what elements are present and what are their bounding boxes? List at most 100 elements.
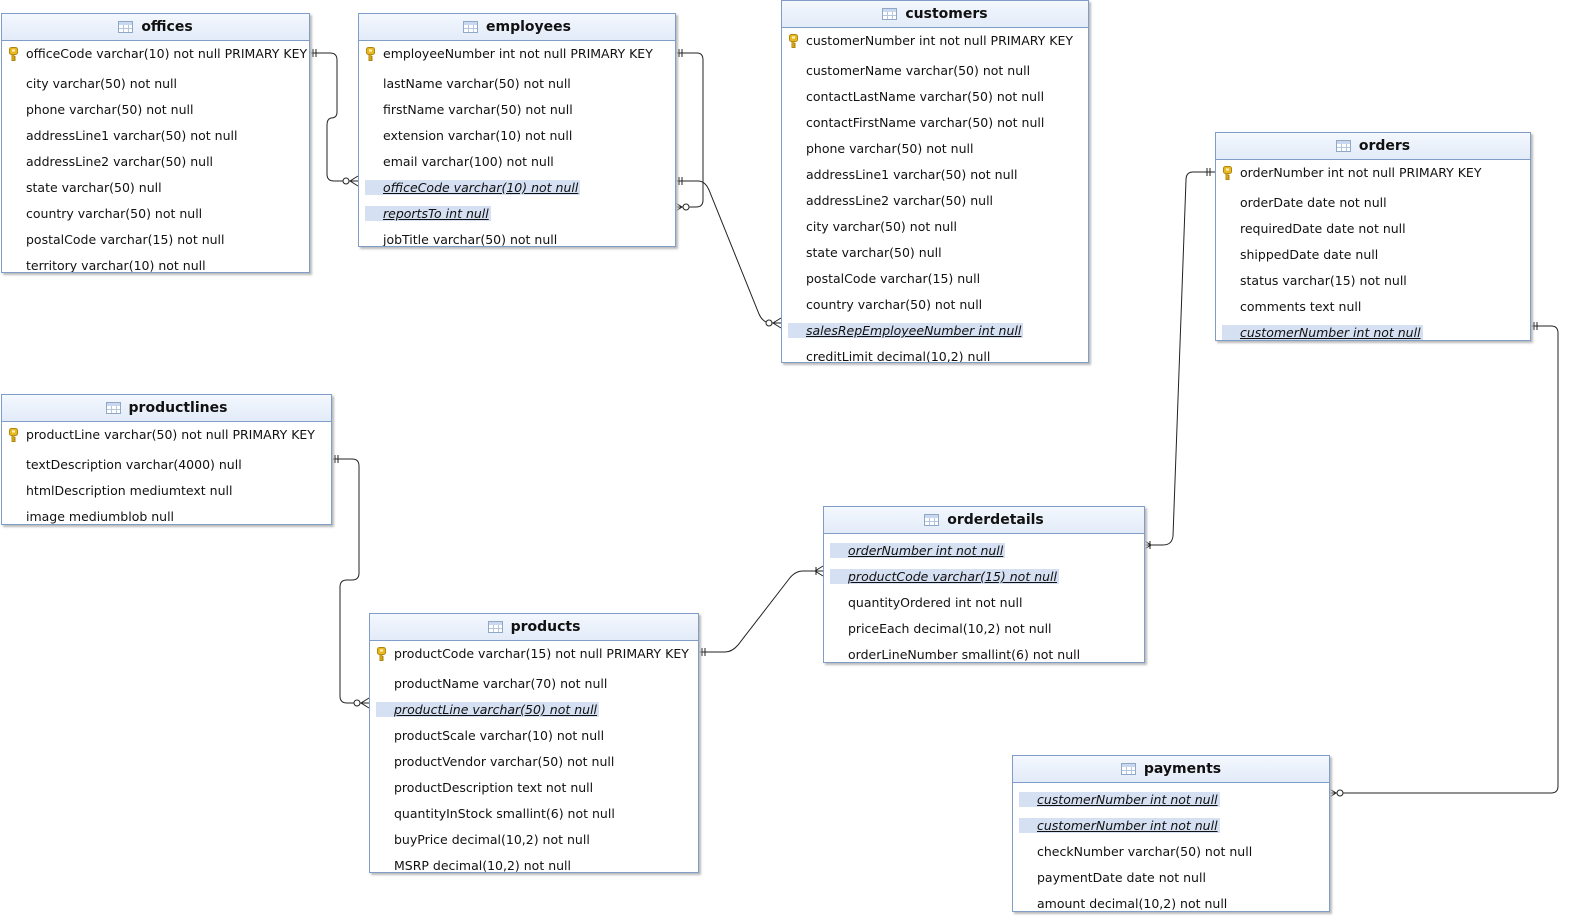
column[interactable]: status varchar(15) not null bbox=[1216, 268, 1530, 294]
column[interactable]: country varchar(50) not null bbox=[782, 292, 1088, 318]
column-text: productScale varchar(10) not null bbox=[394, 728, 605, 743]
column[interactable]: buyPrice decimal(10,2) not null bbox=[370, 827, 698, 853]
column[interactable]: extension varchar(10) not null bbox=[359, 123, 675, 149]
table-header[interactable]: orders bbox=[1216, 133, 1530, 160]
column-text: productVendor varchar(50) not null bbox=[394, 754, 615, 769]
column[interactable]: postalCode varchar(15) null bbox=[782, 266, 1088, 292]
column[interactable]: creditLimit decimal(10,2) null bbox=[782, 344, 1088, 363]
column[interactable]: state varchar(50) null bbox=[2, 175, 309, 201]
table-header[interactable]: products bbox=[370, 614, 698, 641]
foreign-key-column[interactable]: reportsTo int null bbox=[359, 201, 675, 227]
column-list: employeeNumber int not null PRIMARY KEY l… bbox=[359, 41, 675, 246]
column-text: creditLimit decimal(10,2) null bbox=[806, 349, 991, 363]
table-header[interactable]: productlines bbox=[2, 395, 331, 422]
column[interactable]: city varchar(50) not null bbox=[2, 71, 309, 97]
column[interactable]: addressLine1 varchar(50) not null bbox=[2, 123, 309, 149]
column[interactable]: contactLastName varchar(50) not null bbox=[782, 84, 1088, 110]
primary-key-column[interactable]: customerNumber int not null PRIMARY KEY bbox=[782, 28, 1088, 54]
column-text: addressLine1 varchar(50) not null bbox=[26, 128, 238, 143]
column-list: productCode varchar(15) not null PRIMARY… bbox=[370, 641, 698, 872]
column[interactable]: phone varchar(50) not null bbox=[2, 97, 309, 123]
column[interactable]: quantityOrdered int not null bbox=[824, 590, 1144, 616]
foreign-key-column[interactable]: productLine varchar(50) not null bbox=[370, 697, 698, 723]
column[interactable]: productScale varchar(10) not null bbox=[370, 723, 698, 749]
rel-orders-orderdetails bbox=[1142, 168, 1215, 551]
column[interactable]: city varchar(50) not null bbox=[782, 214, 1088, 240]
foreign-key-column[interactable]: productCode varchar(15) not null bbox=[824, 564, 1144, 590]
foreign-key-column[interactable]: customerNumber int not null bbox=[1013, 787, 1329, 813]
column[interactable]: postalCode varchar(15) not null bbox=[2, 227, 309, 253]
column[interactable]: MSRP decimal(10,2) not null bbox=[370, 853, 698, 872]
column[interactable]: phone varchar(50) not null bbox=[782, 136, 1088, 162]
column-text: state varchar(50) null bbox=[806, 245, 942, 260]
column[interactable]: orderDate date not null bbox=[1216, 190, 1530, 216]
column[interactable]: productName varchar(70) not null bbox=[370, 671, 698, 697]
column-text: officeCode varchar(10) not null bbox=[365, 180, 581, 195]
column[interactable]: comments text null bbox=[1216, 294, 1530, 320]
table-orders[interactable]: orders orderNumber int not null PRIMARY K… bbox=[1215, 132, 1531, 341]
column-list: orderNumber int not null PRIMARY KEY orde… bbox=[1216, 160, 1530, 340]
column[interactable]: firstName varchar(50) not null bbox=[359, 97, 675, 123]
column[interactable]: country varchar(50) not null bbox=[2, 201, 309, 227]
primary-key-column[interactable]: orderNumber int not null PRIMARY KEY bbox=[1216, 160, 1530, 186]
column[interactable]: htmlDescription mediumtext null bbox=[2, 478, 331, 504]
column-text: addressLine2 varchar(50) null bbox=[26, 154, 214, 169]
table-header[interactable]: employees bbox=[359, 14, 675, 41]
foreign-key-column[interactable]: salesRepEmployeeNumber int null bbox=[782, 318, 1088, 344]
table-header[interactable]: offices bbox=[2, 14, 309, 41]
rel-employees-reportsTo bbox=[673, 49, 704, 213]
table-icon bbox=[924, 514, 940, 526]
column[interactable]: requiredDate date not null bbox=[1216, 216, 1530, 242]
table-payments[interactable]: payments customerNumber int not null custo… bbox=[1012, 755, 1330, 912]
column[interactable]: orderLineNumber smallint(6) not null bbox=[824, 642, 1144, 662]
column[interactable]: paymentDate date not null bbox=[1013, 865, 1329, 891]
primary-key-column[interactable]: officeCode varchar(10) not null PRIMARY … bbox=[2, 41, 309, 67]
foreign-key-column[interactable]: customerNumber int not null bbox=[1013, 813, 1329, 839]
column[interactable]: lastName varchar(50) not null bbox=[359, 71, 675, 97]
table-icon bbox=[487, 621, 503, 633]
table-name: orders bbox=[1358, 138, 1411, 154]
column[interactable]: addressLine2 varchar(50) null bbox=[2, 149, 309, 175]
column[interactable]: productVendor varchar(50) not null bbox=[370, 749, 698, 775]
column[interactable]: addressLine1 varchar(50) not null bbox=[782, 162, 1088, 188]
rel-productlines-products bbox=[330, 455, 370, 709]
column[interactable]: contactFirstName varchar(50) not null bbox=[782, 110, 1088, 136]
column[interactable]: jobTitle varchar(50) not null bbox=[359, 227, 675, 246]
column[interactable]: shippedDate date null bbox=[1216, 242, 1530, 268]
column[interactable]: image mediumblob null bbox=[2, 504, 331, 524]
primary-key-column[interactable]: productCode varchar(15) not null PRIMARY… bbox=[370, 641, 698, 667]
column[interactable]: amount decimal(10,2) not null bbox=[1013, 891, 1329, 911]
column-text: productName varchar(70) not null bbox=[394, 676, 608, 691]
column-text: customerNumber int not null bbox=[1019, 818, 1220, 833]
column[interactable]: priceEach decimal(10,2) not null bbox=[824, 616, 1144, 642]
column[interactable]: customerName varchar(50) not null bbox=[782, 58, 1088, 84]
column[interactable]: quantityInStock smallint(6) not null bbox=[370, 801, 698, 827]
table-name: customers bbox=[905, 6, 988, 22]
column[interactable]: checkNumber varchar(50) not null bbox=[1013, 839, 1329, 865]
primary-key-column[interactable]: productLine varchar(50) not null PRIMARY… bbox=[2, 422, 331, 448]
foreign-key-column[interactable]: customerNumber int not null bbox=[1216, 320, 1530, 340]
table-header[interactable]: payments bbox=[1013, 756, 1329, 783]
column[interactable]: addressLine2 varchar(50) null bbox=[782, 188, 1088, 214]
column-text: customerNumber int not null PRIMARY KEY bbox=[806, 33, 1073, 48]
primary-key-column[interactable]: employeeNumber int not null PRIMARY KEY bbox=[359, 41, 675, 67]
column-text: status varchar(15) not null bbox=[1240, 273, 1407, 288]
foreign-key-column[interactable]: orderNumber int not null bbox=[824, 538, 1144, 564]
column-text: salesRepEmployeeNumber int null bbox=[788, 323, 1024, 338]
table-header[interactable]: orderdetails bbox=[824, 507, 1144, 534]
column[interactable]: email varchar(100) not null bbox=[359, 149, 675, 175]
foreign-key-column[interactable]: officeCode varchar(10) not null bbox=[359, 175, 675, 201]
column[interactable]: productDescription text not null bbox=[370, 775, 698, 801]
column[interactable]: territory varchar(10) not null bbox=[2, 253, 309, 273]
table-header[interactable]: customers bbox=[782, 1, 1088, 28]
column-text: territory varchar(10) not null bbox=[26, 258, 206, 273]
column-list: customerNumber int not null PRIMARY KEY c… bbox=[782, 28, 1088, 363]
column[interactable]: textDescription varchar(4000) null bbox=[2, 452, 331, 478]
column[interactable]: state varchar(50) null bbox=[782, 240, 1088, 266]
table-customers[interactable]: customers customerNumber int not null PRI… bbox=[781, 0, 1089, 363]
